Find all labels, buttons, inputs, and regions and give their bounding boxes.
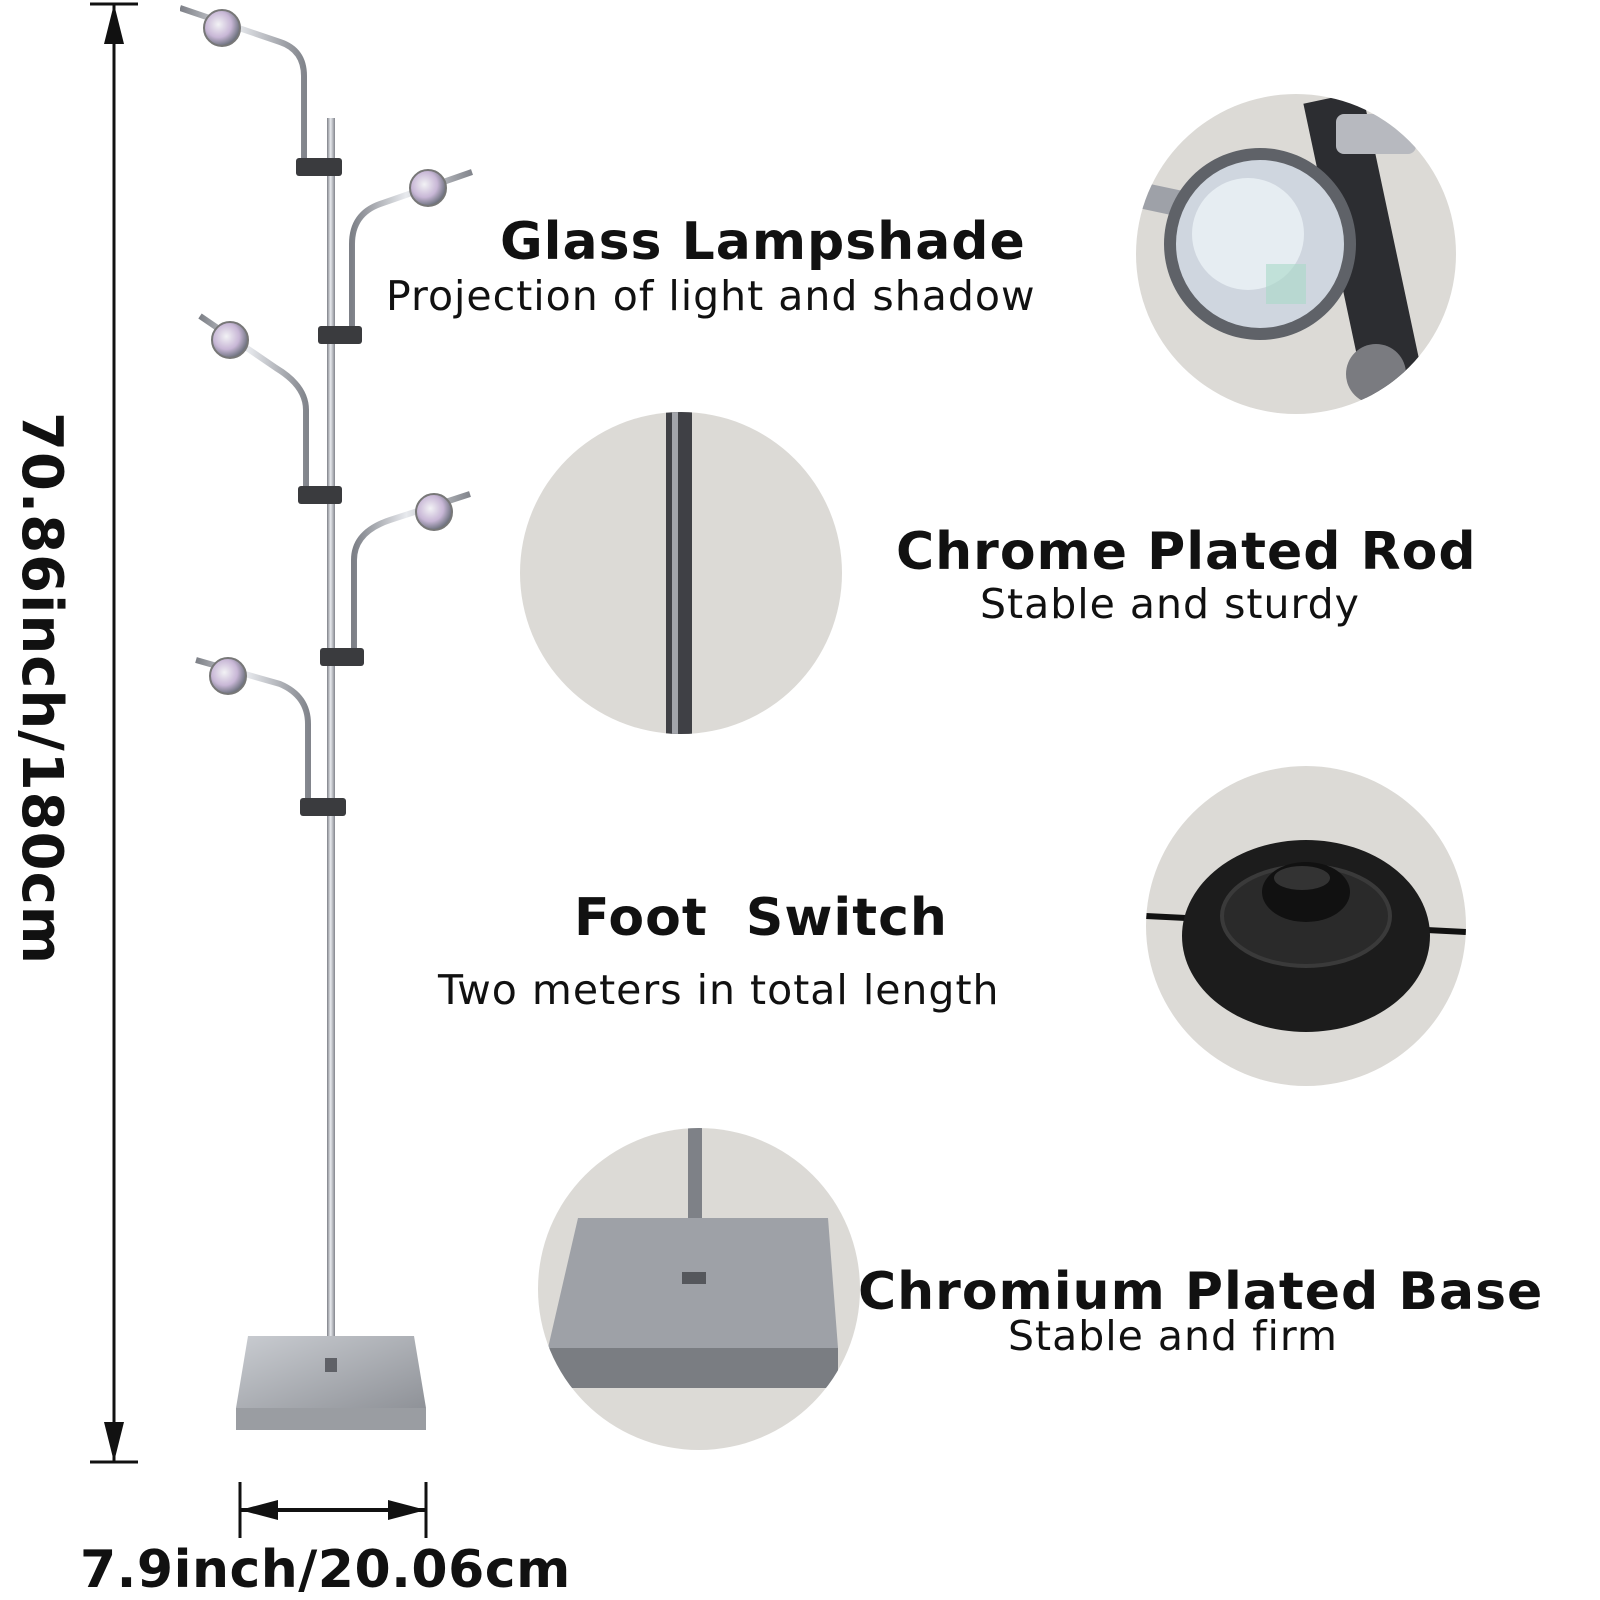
height-dimension-arrow bbox=[90, 2, 138, 1464]
glass-lampshade-closeup bbox=[1136, 94, 1456, 414]
feature-subtitle-glass-lampshade: Projection of light and shadow bbox=[386, 272, 1036, 320]
height-label: 70.86inch/180cm bbox=[9, 412, 74, 966]
feature-title-foot-switch: Foot Switch bbox=[574, 888, 948, 948]
foot-switch-closeup bbox=[1146, 766, 1466, 1086]
feature-subtitle-foot-switch: Two meters in total length bbox=[438, 966, 1000, 1014]
width-label: 7.9inch/20.06cm bbox=[80, 1540, 571, 1600]
width-dimension-arrow bbox=[238, 1482, 428, 1538]
feature-title-chromium-base: Chromium Plated Base bbox=[858, 1262, 1544, 1322]
feature-subtitle-chromium-base: Stable and firm bbox=[1008, 1312, 1338, 1360]
feature-title-chrome-rod: Chrome Plated Rod bbox=[896, 522, 1477, 582]
feature-subtitle-chrome-rod: Stable and sturdy bbox=[980, 580, 1360, 628]
chromium-base-closeup bbox=[538, 1128, 860, 1450]
floor-lamp-image bbox=[180, 5, 473, 1430]
feature-title-glass-lampshade: Glass Lampshade bbox=[500, 212, 1026, 272]
chrome-rod-closeup bbox=[520, 412, 842, 734]
